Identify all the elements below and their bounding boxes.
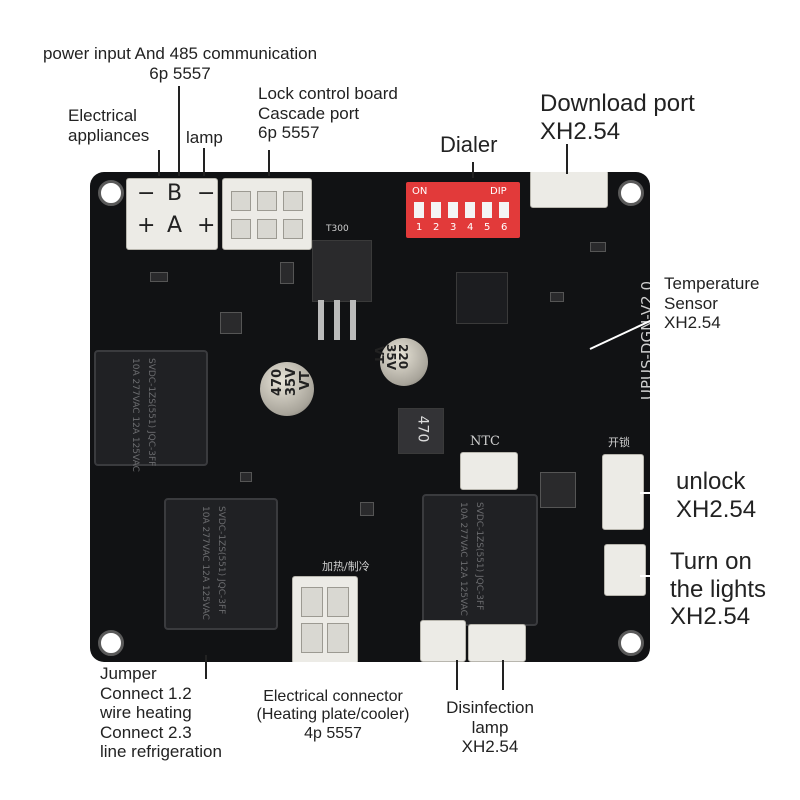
unlock-cn-label: 开锁 xyxy=(608,436,630,449)
label-disinfection-lamp: Disinfection lamp XH2.54 xyxy=(446,698,534,757)
conn-mark-minus-1: − xyxy=(137,181,156,206)
unlock-connector xyxy=(602,454,644,530)
disinfection-connector-2 xyxy=(468,624,526,662)
heat-connector xyxy=(292,576,358,662)
mounting-hole-bottom-left xyxy=(98,630,124,656)
dip-switch[interactable]: ON DIP 1 2 3 4 5 6 xyxy=(406,182,520,238)
cap1-voltage: 35V xyxy=(284,367,299,396)
dip-num-4: 4 xyxy=(467,222,474,233)
cap2-brand: VT xyxy=(372,346,386,364)
mounting-hole-top-right xyxy=(618,180,644,206)
lock-control-connector xyxy=(222,178,312,250)
download-port-connector xyxy=(530,172,608,208)
cap1-value: 470 xyxy=(270,368,285,396)
conn-mark-plus-1: + xyxy=(137,213,156,238)
dip-on-label: ON xyxy=(412,186,428,197)
dip-num-3: 3 xyxy=(450,222,457,233)
relay-bottom-right: SVDC-1ZS(551) JQC-3FF 10A 277VAC 12A 125… xyxy=(422,494,538,626)
conn-mark-plus-2: + xyxy=(197,213,216,238)
label-dialer: Dialer xyxy=(440,132,498,157)
label-turn-on-lights: Turn on the lights XH2.54 xyxy=(670,548,767,631)
board-name: UPUS-DGN-V2.0 xyxy=(638,281,650,400)
dip-num-5: 5 xyxy=(484,222,491,233)
pcb-board: − B − + A + T300 ON DIP 1 2 3 4 5 6 xyxy=(90,172,650,662)
capacitor-220: 220 35V VT xyxy=(372,338,428,386)
ntc-label: NTC xyxy=(470,434,500,449)
mounting-hole-top-left xyxy=(98,180,124,206)
inductor-label: 470 xyxy=(414,415,431,443)
label-lock-control: Lock control board Cascade port 6p 5557 xyxy=(258,84,398,143)
label-jumper: Jumper Connect 1.2 wire heating Connect … xyxy=(100,664,222,762)
conn-mark-a: A xyxy=(167,213,183,238)
lights-connector xyxy=(604,544,646,596)
label-download-port: Download port XH2.54 xyxy=(540,90,695,145)
label-electrical-connector: Electrical connector (Heating plate/cool… xyxy=(256,688,410,742)
label-power-input: power input And 485 communication 6p 555… xyxy=(42,44,318,83)
label-temperature-sensor: Temperature Sensor XH2.54 xyxy=(664,274,760,333)
label-unlock: unlock XH2.54 xyxy=(676,468,757,523)
inductor: 470 xyxy=(398,408,444,454)
capacitor-470: 470 35V VT xyxy=(260,362,314,416)
mcu-chip xyxy=(456,272,508,324)
mounting-hole-bottom-right xyxy=(618,630,644,656)
dip-dip-label: DIP xyxy=(490,186,507,197)
conn-mark-minus-2: − xyxy=(197,181,216,206)
relay-bottom-left: SVDC-1ZS(551) JQC-3FF 10A 277VAC 12A 125… xyxy=(164,498,278,630)
cap1-brand: VT xyxy=(298,371,313,390)
dip-num-2: 2 xyxy=(433,222,440,233)
label-electrical-appliances: Electrical appliances xyxy=(68,106,150,145)
dip-num-1: 1 xyxy=(416,222,423,233)
ntc-connector xyxy=(460,452,518,490)
dip-num-6: 6 xyxy=(501,222,508,233)
heat-cn-label: 加热/制冷 xyxy=(322,560,370,573)
voltage-regulator xyxy=(312,240,372,302)
conn-mark-b: B xyxy=(167,181,183,206)
relay-top-left: SVDC-1ZS(551) JQC-3FF 10A 277VAC 12A 125… xyxy=(94,350,208,472)
disinfection-connector-1 xyxy=(420,620,466,662)
cap2-voltage: 35V xyxy=(384,344,398,370)
t300-label: T300 xyxy=(326,224,349,234)
power-input-connector: − B − + A + xyxy=(126,178,218,250)
label-lamp: lamp xyxy=(186,128,223,147)
cap2-value: 220 xyxy=(396,344,410,370)
